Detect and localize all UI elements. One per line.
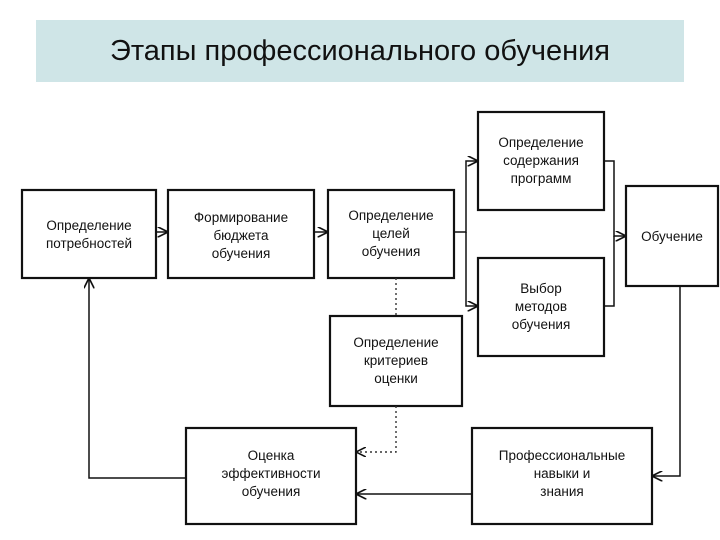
page-title: Этапы профессионального обучения (109, 34, 610, 67)
criteria-box (328, 314, 464, 408)
needs-label: Определение потребностей (46, 218, 132, 251)
methods-line-1: Выбор (520, 281, 561, 296)
budget-label: Формирование бюджета обучения (194, 210, 288, 261)
criteria-line-2: критериев (364, 353, 428, 368)
arrow-goals-to-methods (465, 232, 477, 306)
arrow-evaluation-to-needs (89, 279, 186, 479)
goals-line-1: Определение (348, 208, 433, 223)
content-line-2: содержания (503, 153, 579, 168)
skills-label: Профессиональные навыки и знания (499, 448, 625, 499)
needs-box (20, 188, 158, 280)
criteria-label: Определение критериев оценки (353, 335, 438, 386)
methods-label: Выбор методов обучения (512, 281, 571, 332)
evaluation-line-2: эффективности (221, 466, 320, 481)
dotted-criteria-to-evaluation (357, 406, 397, 452)
content-label: Определение содержания программ (498, 135, 583, 186)
criteria-line-3: оценки (374, 371, 418, 386)
skills-line-1: Профессиональные (499, 448, 625, 463)
title-band: Этапы профессионального обучения (36, 20, 684, 82)
evaluation-line-3: обучения (242, 484, 301, 499)
needs-line-2: потребностей (46, 236, 132, 251)
evaluation-label: Оценка эффективности обучения (221, 448, 320, 499)
content-line-1: Определение (498, 135, 583, 150)
skills-line-3: знания (540, 484, 583, 499)
training-line-1: Обучение (641, 229, 703, 244)
methods-line-2: методов (515, 299, 567, 314)
arrow-content-to-training (604, 160, 625, 236)
budget-line-2: бюджета (213, 228, 269, 243)
arrow-goals-to-content (454, 161, 477, 233)
criteria-line-1: Определение (353, 335, 438, 350)
skills-box (470, 426, 654, 526)
evaluation-line-1: Оценка (248, 448, 295, 463)
arrow-methods-to-training (604, 236, 615, 307)
budget-line-3: обучения (212, 246, 271, 261)
needs-line-1: Определение (46, 218, 131, 233)
evaluation-box (184, 426, 358, 526)
methods-box (476, 256, 606, 358)
training-label: Обучение (641, 229, 703, 244)
training-box (624, 184, 720, 288)
goals-label: Определение целей обучения (348, 208, 433, 259)
budget-line-1: Формирование (194, 210, 288, 225)
goals-line-2: целей (372, 226, 410, 241)
content-line-3: программ (511, 171, 572, 186)
methods-line-3: обучения (512, 317, 571, 332)
arrow-training-to-skills (653, 286, 681, 476)
goals-line-3: обучения (362, 244, 421, 259)
budget-box (166, 188, 316, 280)
skills-line-2: навыки и (534, 466, 591, 481)
